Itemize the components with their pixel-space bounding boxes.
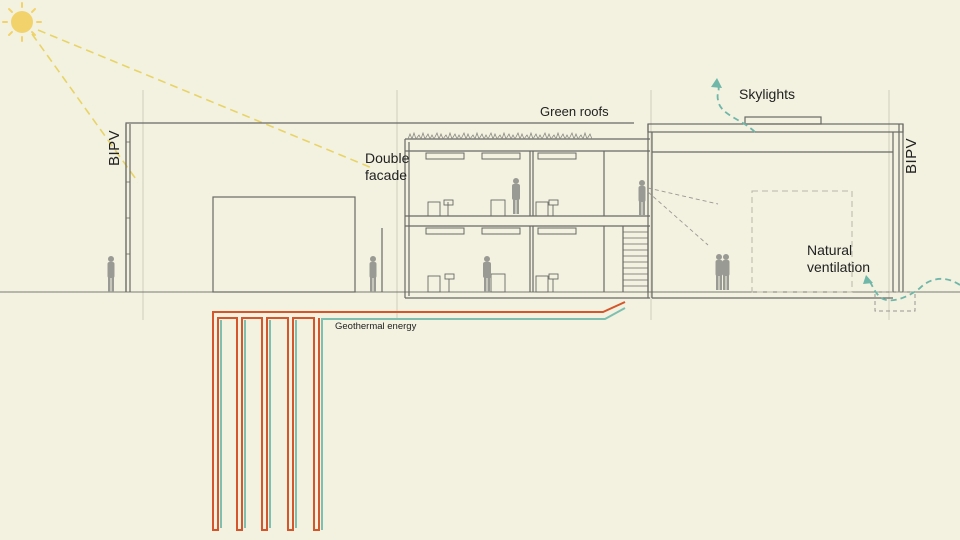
hall-section xyxy=(647,116,916,312)
double-facade-label: Double facade xyxy=(365,150,410,183)
green-roofs-label: Green roofs xyxy=(540,104,609,119)
green-roof-vegetation xyxy=(407,131,593,141)
person-icon xyxy=(107,178,730,292)
sight-lines xyxy=(647,187,719,246)
guide-lines xyxy=(142,90,890,320)
bipv-left-label: BIPV xyxy=(106,129,123,166)
natural-ventilation-label: Natural ventilation xyxy=(807,242,871,275)
bipv-right-label: BIPV xyxy=(903,137,920,174)
geothermal-pipes xyxy=(212,301,626,531)
skylights-label: Skylights xyxy=(739,86,796,102)
geothermal-energy-label: Geothermal energy xyxy=(335,321,417,332)
warehouse-block xyxy=(125,122,634,293)
sun-icon xyxy=(2,2,42,42)
sun-rays xyxy=(31,29,373,183)
airflow-arrowheads xyxy=(711,78,873,284)
office-section xyxy=(404,138,650,299)
desk-icon xyxy=(427,199,559,293)
